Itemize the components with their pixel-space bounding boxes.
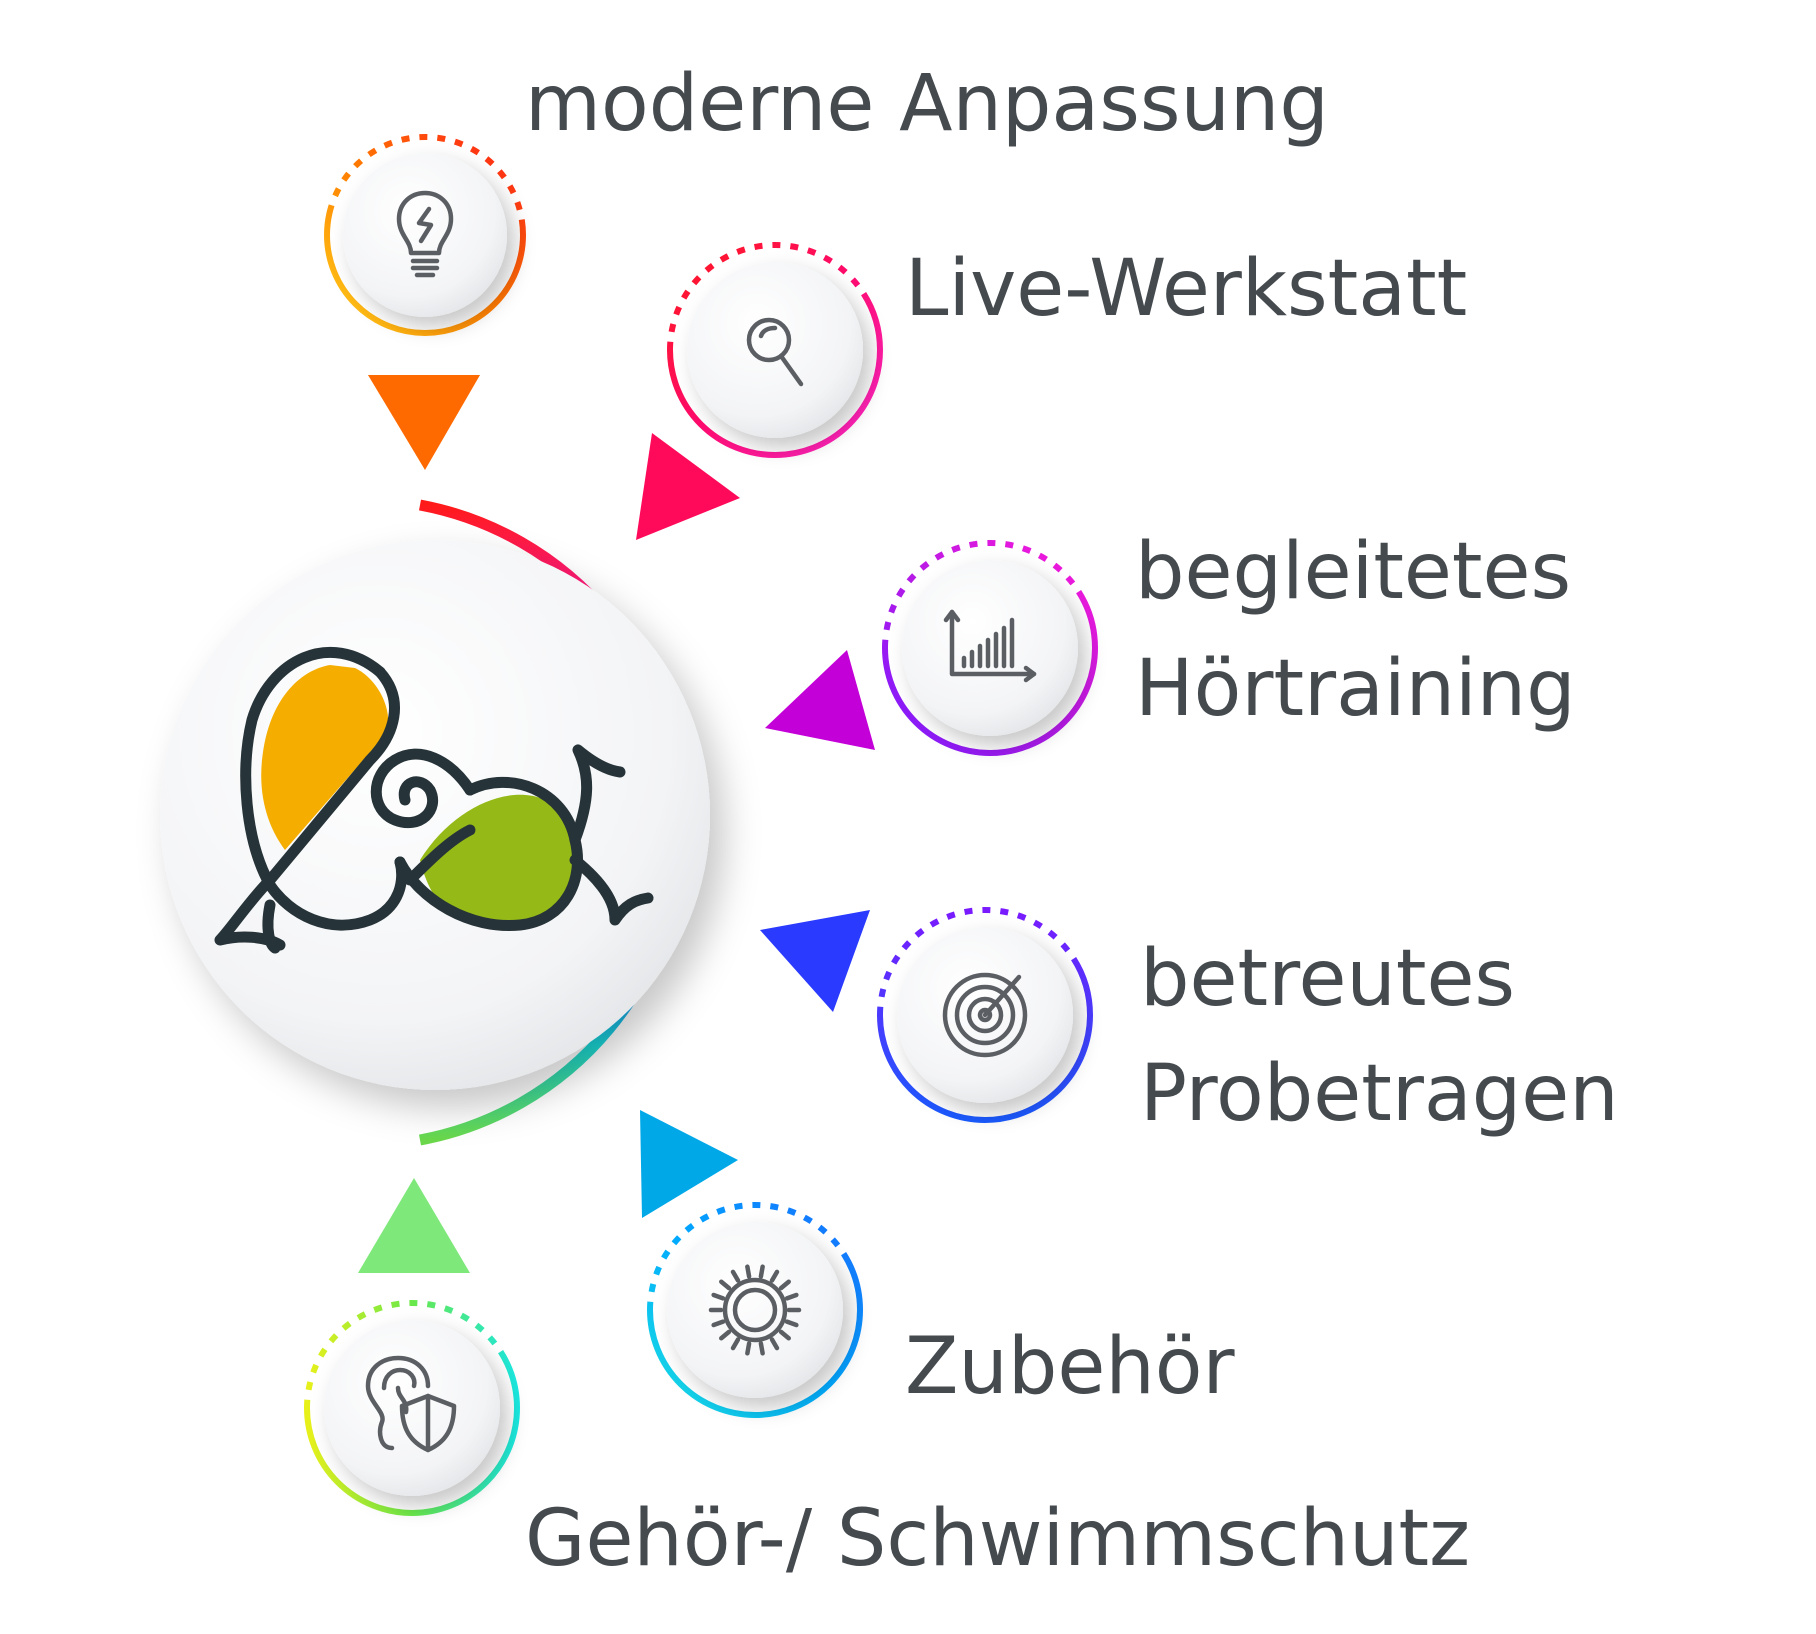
ring-probetragen [877, 907, 1093, 1123]
ring-werkstatt [667, 242, 883, 458]
node-zubehoer: Zubehör [647, 1202, 1236, 1418]
arrows [358, 375, 875, 1273]
logo-shell [420, 794, 576, 925]
label-hoertraining-line2: Hörtraining [1135, 644, 1576, 734]
target-icon [942, 972, 1028, 1058]
lightbulb-icon [396, 190, 454, 278]
label-moderne-anpassung: moderne Anpassung [525, 59, 1329, 149]
magnifier-icon [746, 317, 804, 387]
node-live-werkstatt: Live-Werkstatt [667, 242, 1467, 458]
arrow-anpassung [368, 375, 480, 470]
logo-ear [261, 665, 389, 850]
label-gehoer-schwimmschutz: Gehör-/ Schwimmschutz [525, 1494, 1470, 1584]
node-moderne-anpassung: moderne Anpassung [324, 59, 1329, 336]
arrow-probetragen [760, 910, 870, 1012]
node-begleitetes-hoertraining: begleitetes Hörtraining [882, 527, 1576, 756]
gear-icon [708, 1264, 802, 1356]
label-live-werkstatt: Live-Werkstatt [905, 244, 1467, 334]
label-probetragen-line1: betreutes [1140, 934, 1515, 1024]
ring-zubehoer [647, 1202, 863, 1418]
ear-shield-icon [365, 1355, 457, 1453]
label-zubehoer: Zubehör [905, 1322, 1236, 1412]
ring-hoertraining [882, 540, 1098, 756]
arrow-hoertraining [765, 650, 875, 750]
arrow-schutz [358, 1178, 470, 1273]
label-hoertraining-line1: begleitetes [1135, 527, 1571, 617]
arrow-werkstatt [636, 433, 740, 540]
disc-werkstatt [687, 262, 863, 438]
node-gehoer-schwimmschutz: Gehör-/ Schwimmschutz [304, 1300, 1470, 1584]
disc-schutz [324, 1320, 500, 1496]
center-disc [160, 540, 710, 1090]
ring-schutz [304, 1300, 520, 1516]
arrow-zubehoer [640, 1110, 738, 1218]
node-betreutes-probetragen: betreutes Probetragen [877, 907, 1619, 1139]
snail-logo-icon [214, 647, 654, 954]
disc-zubehoer [667, 1222, 843, 1398]
bar-chart-icon [943, 609, 1037, 683]
ring-anpassung [324, 134, 526, 336]
center-node [160, 499, 710, 1146]
label-probetragen-line2: Probetragen [1140, 1049, 1619, 1139]
